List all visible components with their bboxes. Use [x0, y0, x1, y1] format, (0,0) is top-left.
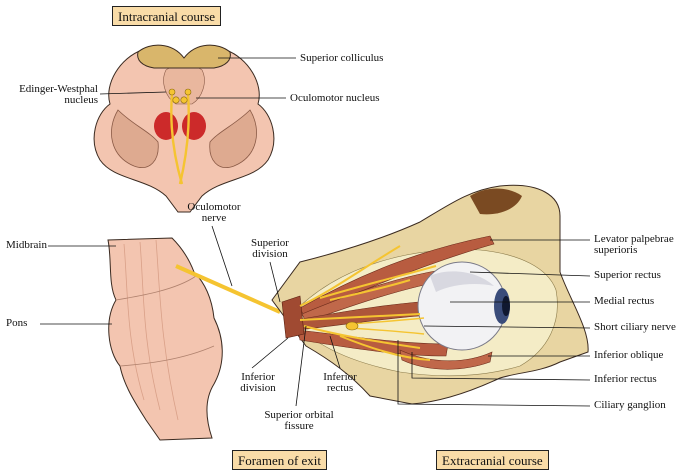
label-levator-palpebrae-superioris: Levator palpebrae superioris: [594, 233, 674, 256]
label-inferior-oblique: Inferior oblique: [594, 349, 664, 361]
label-short-ciliary-nerve: Short ciliary nerve: [594, 321, 676, 333]
leader-oculomotor-nerve: [211, 225, 233, 287]
annulus-of-zinn: [281, 295, 305, 339]
label-superior-rectus: Superior rectus: [594, 269, 661, 281]
label-inferior-rectus-short: Inferior rectus: [323, 371, 357, 394]
leader-inferior-rectus: [411, 352, 591, 381]
eyeball-shading: [430, 271, 494, 292]
oculomotor-fascicle-left: [170, 93, 184, 185]
label-medial-rectus: Medial rectus: [594, 295, 655, 307]
short-ciliary-nerves: [349, 317, 425, 335]
red-nucleus-left: [154, 112, 178, 140]
leader-edinger-westphal: [99, 91, 167, 95]
label-inferior-division: Inferior division: [240, 371, 276, 394]
label-superior-orbital-fissure: Superior orbital fissure: [264, 409, 334, 432]
pons-bulge-line: [115, 275, 197, 301]
oculomotor-nucleus-dot-left: [172, 96, 180, 104]
ciliary-ganglion-node: [345, 321, 359, 331]
label-inferior-rectus: Inferior rectus: [594, 373, 657, 385]
inferior-division-branches: [299, 313, 431, 361]
edinger-westphal-nucleus-dot-left: [168, 88, 176, 96]
leader-superior-rectus: [469, 271, 591, 277]
brainstem-stripe-3: [155, 239, 179, 421]
frontal-sinus: [470, 188, 522, 215]
brainstem-outline: [107, 237, 223, 441]
superior-division-branches: [299, 245, 437, 307]
cerebral-peduncle-left: [111, 109, 159, 168]
oculomotor-nerve-trunk: [175, 264, 281, 314]
leader-inferior-division: [251, 337, 289, 369]
oculomotor-nucleus-dot-right: [180, 96, 188, 104]
brainstem-stripe-2: [139, 241, 161, 411]
label-superior-division: Superior division: [251, 237, 289, 260]
leader-superior-division: [269, 261, 281, 303]
leader-ciliary-ganglion: [397, 340, 591, 407]
brainstem-side-view: [107, 237, 281, 441]
label-ciliary-ganglion: Ciliary ganglion: [594, 399, 666, 411]
cerebral-peduncle-right: [209, 109, 257, 168]
leader-lines: [40, 57, 591, 407]
label-superior-colliculus: Superior colliculus: [300, 52, 384, 64]
header-foramen-of-exit: Foramen of exit: [232, 450, 328, 470]
edinger-westphal-nucleus-dot-right: [184, 88, 192, 96]
leader-superior-orbital-fissure: [295, 325, 307, 407]
brainstem-stripe-1: [123, 243, 145, 401]
superior-colliculus-shape: [137, 44, 231, 69]
header-extracranial-course: Extracranial course: [436, 450, 549, 470]
header-intracranial-course: Intracranial course: [112, 6, 222, 26]
leader-inferior-rectus-short: [329, 335, 341, 369]
label-oculomotor-nucleus: Oculomotor nucleus: [290, 92, 380, 104]
label-edinger-westphal-nucleus: Edinger-Westphal nucleus: [19, 83, 98, 106]
inferior-oblique-muscle: [399, 349, 493, 370]
oculomotor-fascicle-right: [178, 93, 190, 185]
midbrain-cross-section: [93, 44, 275, 213]
label-oculomotor-nerve: Oculomotor nerve: [187, 201, 241, 224]
label-midbrain: Midbrain: [6, 239, 47, 251]
medulla-line: [119, 345, 215, 367]
pupil: [502, 296, 510, 316]
leader-short-ciliary: [423, 325, 591, 329]
red-nucleus-right: [182, 112, 206, 140]
label-pons: Pons: [6, 317, 28, 329]
